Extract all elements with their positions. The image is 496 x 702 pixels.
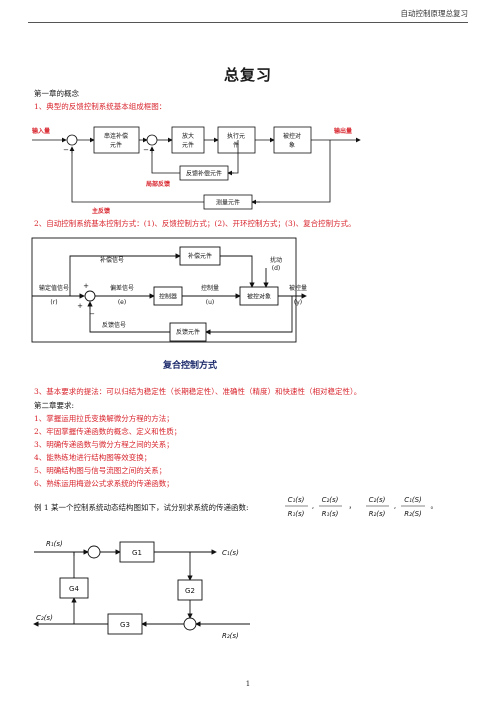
series-comp-label-2: 元件 [110, 141, 122, 149]
main-feedback-label: 主反馈 [92, 207, 110, 215]
minus-sign-1: − [63, 146, 69, 154]
plant-label-2: 象 [289, 141, 295, 149]
controlled-var-symbol: (y) [294, 299, 302, 306]
f4-denominator: R₂(S) [404, 510, 422, 518]
example-block-diagram: G1 G2 G3 G4 R₁(s) C₁(s) C₂(s) R₂(s) [33, 540, 250, 640]
measurement-label: 测量元件 [216, 199, 240, 207]
chapter1-item3: 3、基本要求的提法：可以归结为稳定性（长期稳定性）、准确性（精度）和快速性（相对… [34, 387, 362, 396]
f1-denominator: R₁(s) [288, 510, 305, 518]
series-comp-label: 串连补偿 [104, 132, 128, 140]
actuator-label: 执行元 [227, 132, 245, 140]
f3-denominator: R₂(s) [369, 510, 386, 518]
control-var-label: 控制量 [201, 284, 219, 292]
output-label: 输出量 [334, 127, 352, 135]
page-title: 总复习 [223, 66, 272, 84]
compound-control-diagram: 补偿元件 补偿信号 扰动 (d) 输定值信号 (r) 偏差信号 (e) 控制器 … [31, 237, 307, 371]
plant-label: 被控对象 [247, 293, 271, 301]
control-var-symbol: (u) [206, 299, 214, 306]
f2-denominator: R₁(s) [322, 510, 339, 518]
chapter2-item: 3、明确传递函数与微分方程之间的关系； [34, 440, 174, 449]
example1-text: 例 1 某一个控制系统动态结构图如下，试分别求系统的传递函数: [34, 503, 249, 512]
feedback-block-diagram: 串连补偿 元件 放大 元件 执行元 件 被控对 象 反馈补偿元件 测量元件 − … [32, 126, 361, 215]
error-signal-label: 偏差信号 [110, 284, 134, 292]
svg-text:,: , [394, 502, 396, 510]
plus-sign-1: + [83, 282, 89, 290]
chapter2-item: 6、熟练运用梅逊公式求系统的传递函数； [34, 479, 174, 488]
f3-numerator: C₂(s) [369, 496, 386, 504]
g1-label: G1 [132, 549, 142, 557]
chapter1-item1: 1、典型的反馈控制系统基本组成框图： [34, 102, 167, 111]
disturbance-symbol: (d) [272, 265, 281, 272]
g2-label: G2 [185, 587, 195, 595]
page-number: 1 [245, 680, 251, 688]
svg-text:，: ， [349, 502, 356, 510]
svg-text:,: , [312, 502, 314, 510]
comp-signal-label: 补偿信号 [100, 256, 124, 264]
controller-label: 控制器 [159, 293, 177, 301]
r2-label: R₂(s) [222, 632, 239, 640]
f4-numerator: C₁(S) [404, 496, 422, 504]
local-feedback-label: 局部反馈 [145, 180, 170, 188]
controlled-var-label: 被控量 [289, 284, 307, 292]
actuator-label-2: 件 [233, 141, 239, 149]
feedback-signal-label: 反馈信号 [102, 321, 126, 329]
disturbance-label: 扰动 [270, 256, 282, 264]
amplifier-label: 放大 [182, 132, 194, 140]
input-label: 输入量 [32, 127, 50, 135]
chapter2-item: 5、明确结构图与信号流图之间的关系； [34, 466, 167, 475]
f2-numerator: C₂(s) [322, 496, 339, 504]
r1-label: R₁(s) [46, 540, 63, 548]
chapter2-heading: 第二章要求: [34, 401, 75, 410]
setpoint-label: 输定值信号 [39, 284, 69, 292]
chapter1-item2: 2、自动控制系统基本控制方式：(1)、反馈控制方式；(2)、开环控制方式；(3)… [34, 219, 356, 228]
feedback-comp-label: 反馈补偿元件 [186, 170, 222, 178]
svg-text:。: 。 [431, 502, 438, 510]
running-header: 自动控制原理总复习 [400, 9, 469, 18]
chapter1-heading: 第一章的概念 [34, 89, 79, 98]
f1-numerator: C₁(s) [288, 496, 305, 504]
amplifier-label-2: 元件 [182, 141, 194, 149]
c1-label: C₁(s) [222, 549, 239, 557]
plus-sign-2: + [77, 302, 83, 310]
diagram-caption: 复合控制方式 [162, 359, 217, 371]
compensator-label: 补偿元件 [188, 252, 212, 260]
g4-label: G4 [69, 585, 79, 593]
minus-sign-2: − [143, 146, 149, 154]
minus-sign: − [89, 310, 95, 318]
plant-label: 被控对 [283, 132, 301, 140]
setpoint-symbol: (r) [50, 299, 57, 306]
transfer-function-fractions: C₁(s) R₁(s) , C₂(s) R₁(s) ， C₂(s) R₂(s) … [285, 496, 438, 518]
chapter2-item: 2、牢固掌握传递函数的概念、定义和性质； [34, 427, 182, 436]
header-rule [28, 22, 468, 23]
feedback-elem-label: 反馈元件 [176, 328, 200, 336]
c2-label: C₂(s) [36, 614, 53, 622]
g3-label: G3 [120, 621, 130, 629]
chapter2-item: 1、掌握运用拉氏变换解微分方程的方法； [34, 414, 174, 423]
chapter2-item: 4、能熟练地进行结构图等效变换； [34, 453, 152, 462]
error-symbol: (e) [118, 299, 126, 306]
